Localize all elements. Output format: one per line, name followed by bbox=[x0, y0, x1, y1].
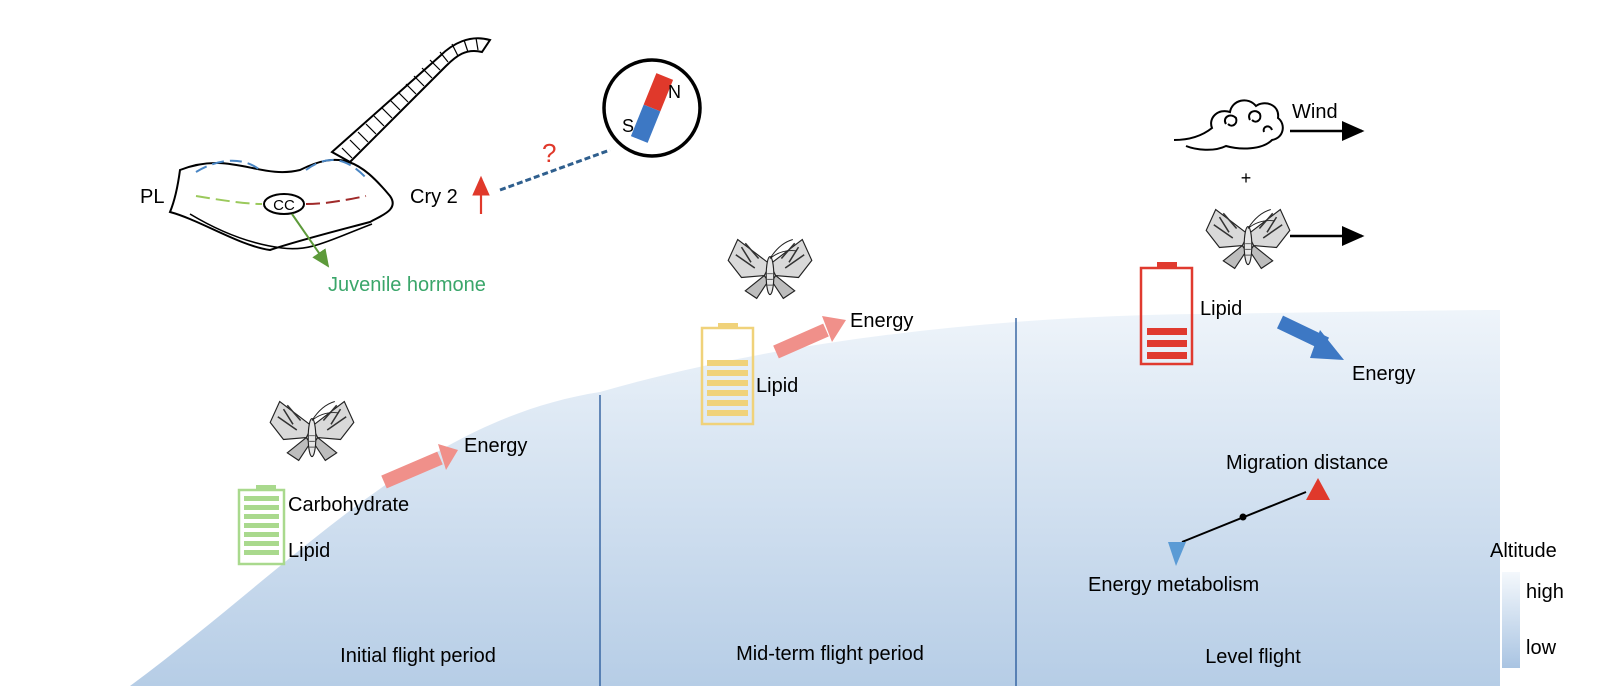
energy-arrow-initial bbox=[381, 451, 443, 489]
energy-label-level: Energy bbox=[1352, 363, 1415, 385]
juvenile-hormone-label: Juvenile hormone bbox=[328, 274, 486, 296]
caption-level: Level flight bbox=[1205, 646, 1301, 668]
carbohydrate-label: Carbohydrate bbox=[288, 494, 409, 516]
cc-node bbox=[263, 193, 305, 215]
altitude-legend-title: Altitude bbox=[1490, 540, 1557, 562]
brain-diagram: CC PL Juvenile hormone bbox=[140, 37, 492, 296]
energy-label-initial: Energy bbox=[464, 435, 527, 457]
migration-distance-label: Migration distance bbox=[1226, 452, 1388, 474]
compass-n-label: N bbox=[668, 82, 681, 102]
cry2-label: Cry 2 bbox=[410, 186, 458, 208]
migration-distance-up-icon bbox=[1306, 478, 1330, 500]
energy-arrowhead-level bbox=[1310, 330, 1344, 360]
altitude-legend-high: high bbox=[1526, 581, 1564, 603]
altitude-legend-low: low bbox=[1526, 637, 1557, 659]
brain-outline bbox=[168, 158, 394, 252]
lipid-label-mid: Lipid bbox=[756, 375, 798, 397]
energy-metabolism-down-icon bbox=[1168, 542, 1186, 566]
plus-sign: + bbox=[1241, 168, 1252, 188]
energy-arrow-mid bbox=[773, 323, 829, 359]
compass-s-label: S bbox=[622, 116, 634, 136]
moth-icon bbox=[1205, 208, 1291, 270]
question-mark: ? bbox=[542, 138, 556, 168]
optic-stalk bbox=[330, 37, 492, 164]
energy-arrowhead-initial bbox=[438, 444, 458, 470]
caption-mid: Mid-term flight period bbox=[736, 643, 924, 665]
wind-label: Wind bbox=[1292, 101, 1338, 123]
altitude-legend-bar bbox=[1502, 572, 1520, 668]
moth-icon bbox=[269, 400, 355, 462]
magnetic-compass-icon: N S bbox=[602, 58, 702, 158]
caption-initial: Initial flight period bbox=[340, 645, 496, 667]
pl-label: PL bbox=[140, 186, 164, 208]
trade-off-midpoint bbox=[1239, 513, 1247, 521]
lipid-label-level: Lipid bbox=[1200, 298, 1242, 320]
energy-metabolism-label: Energy metabolism bbox=[1088, 574, 1259, 596]
moth-icon bbox=[727, 238, 813, 300]
altitude-hill bbox=[130, 310, 1500, 686]
battery-icon-medium-yellow bbox=[700, 323, 755, 426]
energy-label-mid: Energy bbox=[850, 310, 913, 332]
cc-label: CC bbox=[273, 197, 295, 214]
energy-arrowhead-mid bbox=[822, 316, 846, 342]
battery-icon-full-green bbox=[237, 485, 286, 566]
wind-cloud-icon bbox=[1173, 99, 1284, 151]
lipid-label-initial: Lipid bbox=[288, 540, 330, 562]
compass-link bbox=[499, 148, 611, 192]
battery-icon-low-red bbox=[1139, 262, 1194, 366]
juvenile-hormone-arrow bbox=[291, 213, 330, 268]
